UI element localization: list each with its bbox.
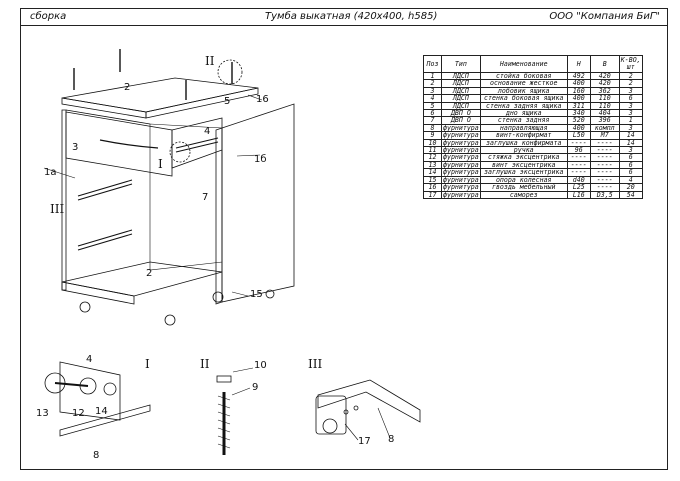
label-7: 7 bbox=[202, 192, 208, 203]
drawer-front bbox=[65, 111, 173, 177]
table-cell: L25 bbox=[566, 183, 591, 192]
table-cell: 54 bbox=[618, 190, 643, 199]
table-cell: 110 bbox=[589, 94, 620, 103]
drawer-runner bbox=[175, 137, 219, 153]
leader-lines bbox=[43, 94, 263, 297]
label-5: 5 bbox=[224, 96, 230, 107]
table-cell: 17 bbox=[423, 190, 442, 199]
table-cell: 20 bbox=[618, 183, 643, 192]
detail-III-label-17: 17 bbox=[358, 436, 371, 447]
table-cell: фурнитура bbox=[441, 183, 481, 192]
detail-II-drawing bbox=[216, 367, 254, 455]
label-4: 4 bbox=[204, 126, 210, 137]
drawer-side bbox=[171, 117, 223, 169]
detail-III-label-8: 8 bbox=[388, 434, 394, 445]
callout-III: III bbox=[50, 202, 64, 216]
callout-II: II bbox=[205, 54, 215, 68]
detail-I-label-13: 13 bbox=[36, 408, 49, 419]
label-16: 16 bbox=[256, 94, 269, 105]
table-cell: саморез bbox=[479, 190, 568, 199]
label-15: 15 bbox=[250, 289, 263, 300]
left-side-top-edge bbox=[65, 109, 151, 125]
header-left-title: сборка bbox=[30, 11, 67, 22]
right-side-panel-edge bbox=[215, 127, 223, 305]
bottom-panel bbox=[61, 261, 223, 297]
header-product-title: Тумба выкатная (420х400, h585) bbox=[265, 11, 438, 22]
right-side-panel bbox=[221, 103, 295, 303]
table-cell: фурнитура bbox=[441, 190, 481, 199]
detail-I-label-4: 4 bbox=[86, 354, 92, 365]
table-column-header: К-ВО, шт bbox=[618, 55, 643, 73]
left-side-panel bbox=[61, 109, 67, 291]
table-cell: гвоздь мебельный bbox=[479, 183, 568, 192]
drawer-handle bbox=[99, 139, 159, 149]
label-1b: 1б bbox=[254, 154, 267, 165]
label-1a: 1а bbox=[44, 167, 57, 178]
detail-I-label-14: 14 bbox=[95, 406, 108, 417]
section-II-title: II bbox=[200, 357, 210, 371]
callout-I: I bbox=[158, 157, 163, 171]
table-cell: L16 bbox=[566, 190, 591, 199]
table-column-header: Поз bbox=[423, 55, 442, 73]
table-cell: ЛДСП bbox=[441, 94, 481, 103]
table-cell: ---- bbox=[589, 183, 620, 192]
detail-II-label-9: 9 bbox=[252, 382, 258, 393]
table-column-header: Тип bbox=[441, 55, 481, 73]
table-column-header: Наименование bbox=[479, 55, 568, 73]
detail-circle-I bbox=[169, 141, 191, 163]
table-cell: D3,5 bbox=[589, 190, 620, 199]
table-cell: стенка боковая ящика bbox=[479, 94, 568, 103]
caster-wheels bbox=[79, 289, 275, 326]
back-panel bbox=[149, 123, 223, 271]
drawing-frame bbox=[20, 8, 668, 470]
table-cell: 4 bbox=[423, 94, 442, 103]
table-column-header: H bbox=[566, 55, 591, 73]
bottom-panel-front-edge bbox=[61, 281, 135, 305]
detail-III-drawing bbox=[315, 379, 421, 441]
label-3: 3 bbox=[72, 142, 78, 153]
left-runners bbox=[77, 179, 133, 251]
label-2-bottom: 2 bbox=[146, 268, 152, 279]
top-screws bbox=[73, 49, 233, 100]
table-column-header: B bbox=[589, 55, 620, 73]
top-panel-side-edge bbox=[145, 87, 259, 119]
header-company: ООО "Компания БиГ" bbox=[549, 11, 660, 22]
detail-I-label-8: 8 bbox=[93, 450, 99, 461]
detail-circle-II bbox=[217, 59, 243, 85]
detail-I-drawing bbox=[44, 361, 151, 437]
section-I-title: I bbox=[145, 357, 150, 371]
top-panel-front-edge bbox=[61, 97, 147, 119]
detail-I-label-12: 12 bbox=[72, 408, 85, 419]
section-III-title: III bbox=[308, 357, 322, 371]
title-divider bbox=[20, 25, 668, 26]
label-2-top: 2 bbox=[124, 82, 130, 93]
detail-II-label-10: 10 bbox=[254, 360, 267, 371]
table-cell: 6 bbox=[618, 94, 643, 103]
table-cell: 400 bbox=[566, 94, 591, 103]
table-cell: 16 bbox=[423, 183, 442, 192]
